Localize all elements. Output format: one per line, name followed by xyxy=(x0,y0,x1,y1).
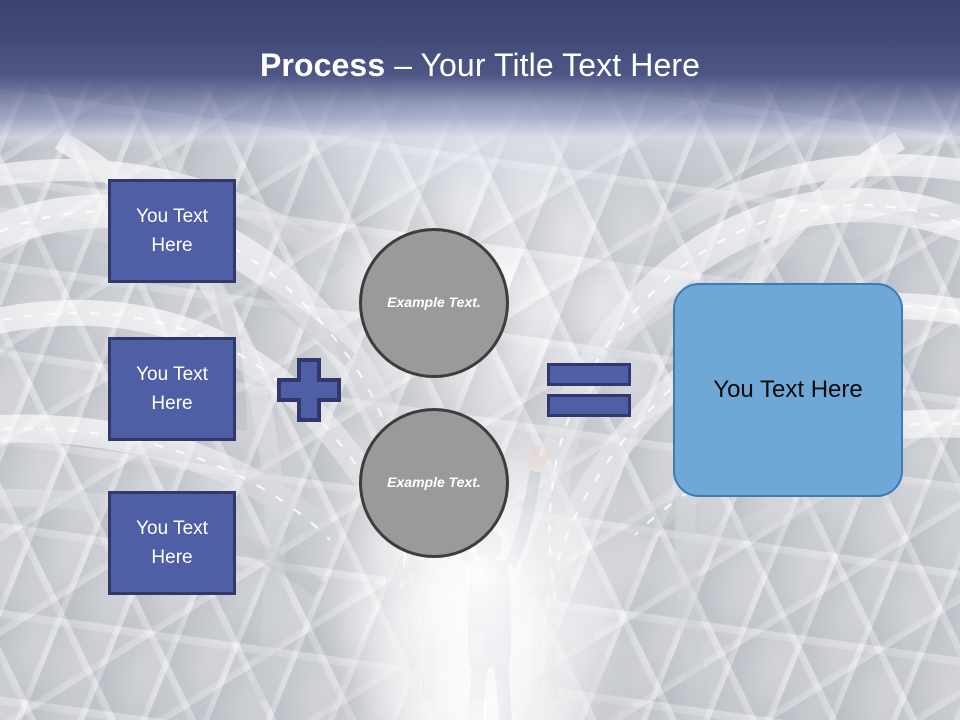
page-title-emphasis: Process xyxy=(259,47,386,83)
page-title-rest: – Your Title Text Here xyxy=(385,47,701,83)
input-box-2-label: You Text Here xyxy=(136,363,208,414)
equals-icon-bar-bottom xyxy=(547,394,631,417)
input-box-3-label: You Text Here xyxy=(136,517,208,568)
page-title: Process – Your Title Text Here xyxy=(0,47,960,83)
result-box-label: You Text Here xyxy=(713,376,863,403)
equals-icon-bar-top xyxy=(547,363,631,386)
process-circle-1[interactable]: Example Text. xyxy=(359,228,509,378)
process-circle-2[interactable]: Example Text. xyxy=(359,408,509,558)
process-circle-2-label: Example Text. xyxy=(387,474,481,491)
equals-icon xyxy=(547,363,631,417)
input-box-3[interactable]: You Text Here xyxy=(108,491,236,595)
input-box-1-label: You Text Here xyxy=(136,205,208,256)
input-box-2[interactable]: You Text Here xyxy=(108,337,236,441)
plus-icon-shape xyxy=(277,358,341,422)
process-circle-1-label: Example Text. xyxy=(387,294,481,311)
input-box-1[interactable]: You Text Here xyxy=(108,179,236,283)
plus-icon xyxy=(277,358,341,422)
result-box[interactable]: You Text Here xyxy=(673,283,903,497)
